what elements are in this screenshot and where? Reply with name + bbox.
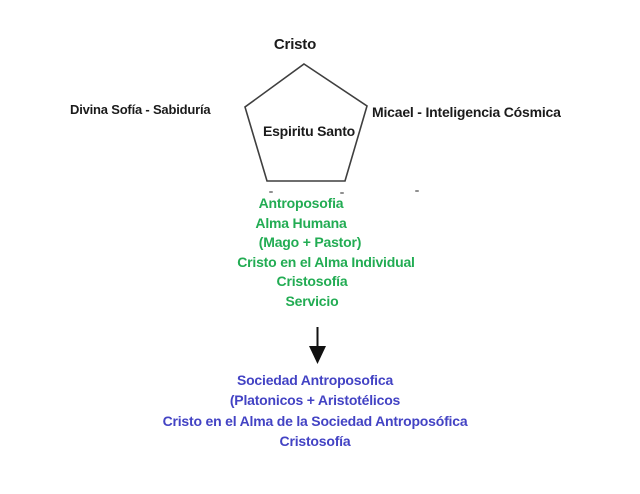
- divina-sofia-label: Divina Sofía - Sabiduría: [70, 102, 211, 117]
- green-line: Servicio: [285, 292, 339, 309]
- artifact-speck: [415, 190, 419, 192]
- espiritu-santo-label: Espiritu Santo: [262, 123, 356, 139]
- cristo-label: Cristo: [273, 36, 317, 53]
- blue-line: (Platonicos + Aristotélicos: [229, 392, 401, 409]
- blue-line: Cristo en el Alma de la Sociedad Antropo…: [162, 412, 468, 429]
- green-line: Antroposofia: [258, 195, 344, 211]
- artifact-speck: [269, 191, 273, 193]
- pentagon-shape: [244, 63, 368, 182]
- green-text-block: Antroposofia Alma Humana (Mago + Pastor)…: [194, 194, 434, 312]
- green-line: (Mago + Pastor): [258, 234, 362, 251]
- green-line: Alma Humana: [255, 214, 347, 231]
- blue-line: Sociedad Antroposofica: [236, 372, 394, 388]
- down-arrow-icon: [309, 327, 326, 364]
- artifact-speck: [340, 192, 344, 194]
- green-line: Cristo en el Alma Individual: [237, 253, 415, 270]
- blue-text-block: Sociedad Antroposofica (Platonicos + Ari…: [135, 370, 495, 451]
- micael-label: Micael - Inteligencia Cósmica: [372, 104, 561, 120]
- blue-line: Cristosofía: [279, 432, 351, 449]
- green-line: Cristosofía: [276, 273, 348, 290]
